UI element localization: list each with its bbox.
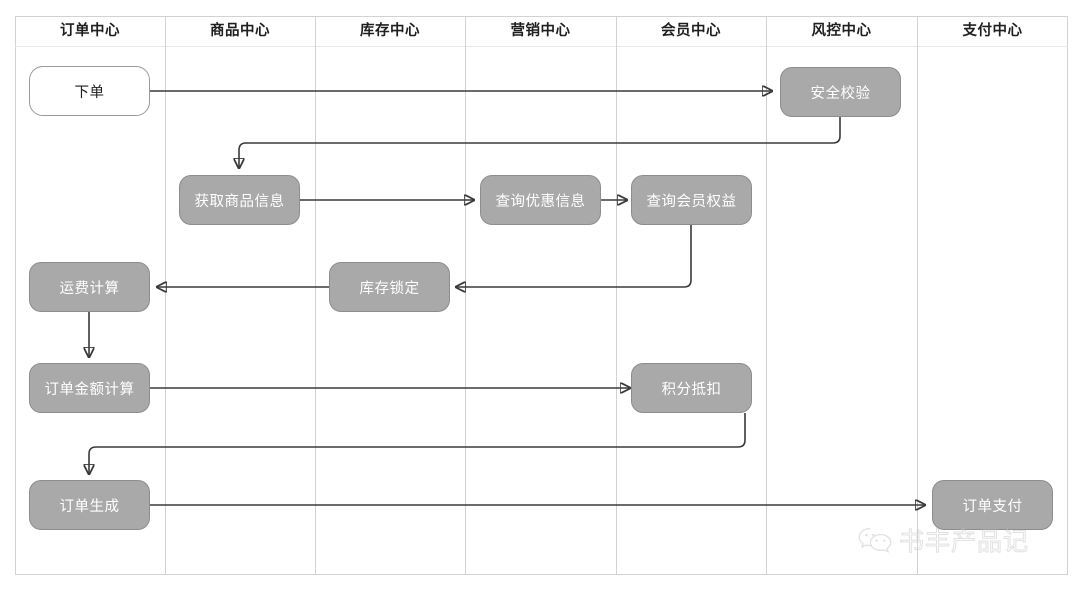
lane-title-product: 商品中心 xyxy=(210,23,270,39)
lane-divider-4 xyxy=(616,16,617,575)
lane-title-risk: 风控中心 xyxy=(811,23,872,39)
node-freight-calc[interactable]: 运费计算 xyxy=(29,262,150,312)
watermark: 书丰产品记 xyxy=(858,522,1029,558)
lane-title-inventory: 库存中心 xyxy=(360,23,420,39)
lane-divider-6 xyxy=(917,16,918,575)
swimlane-frame xyxy=(15,16,1068,575)
node-lock-stock[interactable]: 库存锁定 xyxy=(329,262,450,312)
lane-divider-5 xyxy=(766,16,767,575)
node-query-promo[interactable]: 查询优惠信息 xyxy=(480,175,601,225)
lane-title-payment: 支付中心 xyxy=(962,23,1023,39)
swimlane-header-rule xyxy=(15,46,1068,47)
node-query-member[interactable]: 查询会员权益 xyxy=(631,175,752,225)
lane-divider-3 xyxy=(465,16,466,575)
lane-divider-2 xyxy=(315,16,316,575)
node-order-create[interactable]: 订单生成 xyxy=(29,480,150,530)
wechat-icon xyxy=(858,527,892,553)
lane-title-marketing: 营销中心 xyxy=(510,23,571,39)
node-points-deduct[interactable]: 积分抵扣 xyxy=(631,363,752,413)
node-get-product[interactable]: 获取商品信息 xyxy=(179,175,300,225)
node-order-pay[interactable]: 订单支付 xyxy=(932,480,1053,530)
node-place-order[interactable]: 下单 xyxy=(29,66,150,116)
lane-title-order: 订单中心 xyxy=(60,23,120,39)
node-security-check[interactable]: 安全校验 xyxy=(780,67,901,117)
watermark-text: 书丰产品记 xyxy=(898,528,1030,557)
lane-divider-1 xyxy=(165,16,166,575)
node-amount-calc[interactable]: 订单金额计算 xyxy=(29,363,150,413)
lane-title-member: 会员中心 xyxy=(661,23,721,39)
